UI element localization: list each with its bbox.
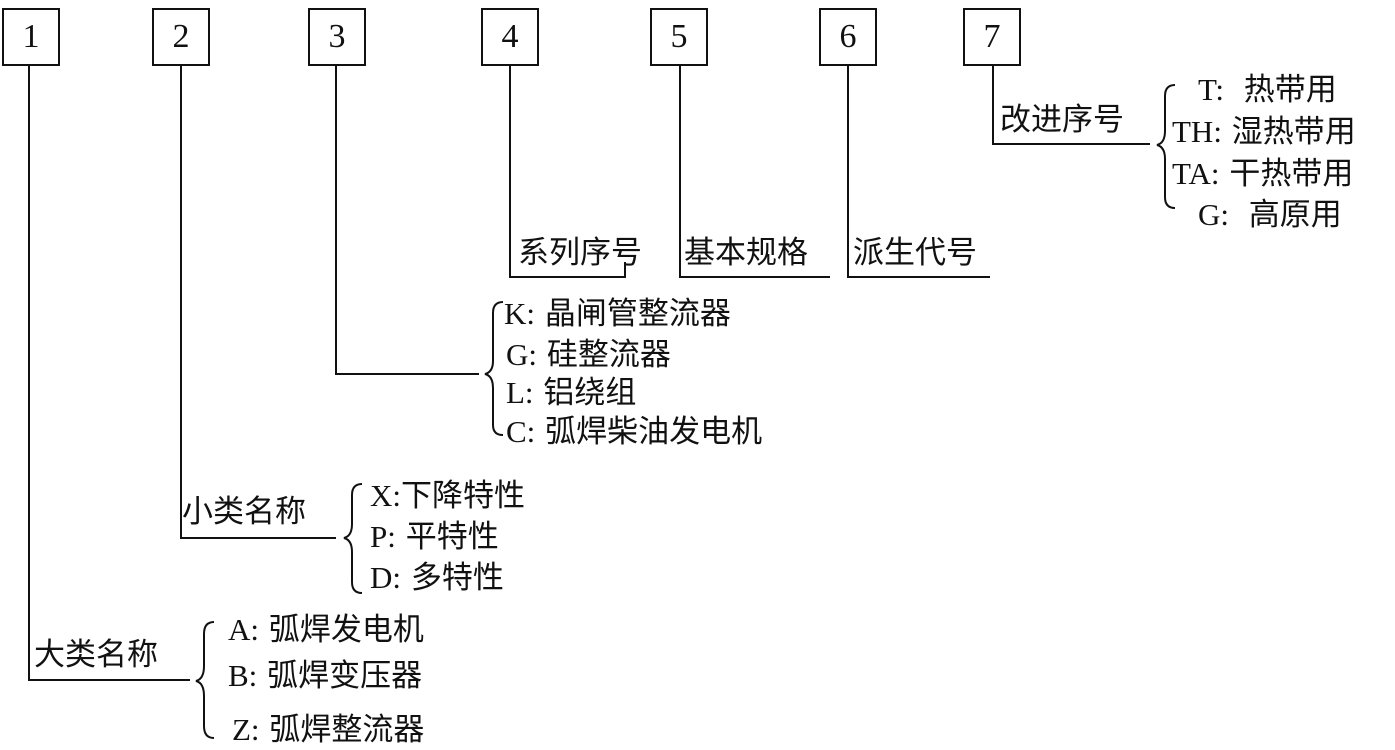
position-box-5: 5	[650, 8, 708, 66]
connector-1	[28, 65, 190, 681]
option-2-x: X:下降特性	[370, 480, 525, 512]
brace-3	[484, 301, 504, 436]
option-7-t: T: 热带用	[1198, 74, 1337, 106]
option-7-th: TH: 湿热带用	[1172, 116, 1356, 148]
option-text: 弧焊柴油发电机	[545, 414, 763, 450]
option-code: TH:	[1172, 114, 1222, 149]
option-text: 高原用	[1248, 197, 1342, 233]
option-code: G:	[506, 337, 537, 372]
connector-5	[679, 65, 830, 278]
option-text: 晶闸管整流器	[544, 296, 731, 332]
connector-6	[847, 65, 990, 278]
position-box-2: 2	[152, 8, 210, 66]
option-3-g: G: 硅整流器	[506, 339, 671, 371]
option-text: 弧焊发电机	[268, 612, 424, 648]
option-text: 铝绕组	[543, 375, 637, 411]
option-code: K:	[504, 296, 535, 331]
position-number: 7	[983, 18, 1001, 55]
position-box-7: 7	[963, 8, 1021, 66]
connector-3	[335, 65, 479, 375]
option-3-l: L: 铝绕组	[506, 377, 636, 409]
brace-2	[343, 483, 363, 594]
option-code: P:	[370, 519, 396, 554]
option-code: G:	[1198, 197, 1229, 232]
option-text: 多特性	[410, 560, 504, 596]
option-text: 弧焊整流器	[269, 712, 425, 748]
option-code: TA:	[1172, 156, 1220, 191]
position-number: 1	[22, 18, 40, 55]
position-number: 2	[172, 18, 190, 55]
position-number: 5	[670, 18, 688, 55]
option-7-ta: TA: 干热带用	[1172, 158, 1353, 190]
option-code: C:	[506, 414, 536, 449]
position-number: 6	[839, 18, 857, 55]
option-code: T:	[1198, 72, 1225, 107]
option-text: 弧焊变压器	[267, 658, 423, 694]
label-derivative-code: 派生代号	[853, 235, 977, 271]
option-1-z: Z: 弧焊整流器	[232, 714, 424, 746]
option-text: 平特性	[405, 519, 499, 555]
position-box-6: 6	[819, 8, 877, 66]
option-3-k: K: 晶闸管整流器	[504, 298, 731, 330]
option-7-g: G: 高原用	[1198, 199, 1342, 231]
option-code: A:	[228, 612, 259, 647]
option-2-p: P: 平特性	[370, 521, 499, 553]
option-text: 热带用	[1243, 72, 1337, 108]
label-major-category: 大类名称	[34, 637, 158, 673]
option-code: Z:	[232, 712, 260, 747]
option-1-a: A: 弧焊发电机	[228, 614, 424, 646]
option-code: D:	[370, 560, 401, 595]
brace-7	[1156, 84, 1176, 209]
connector-4	[509, 65, 626, 278]
option-text: 干热带用	[1229, 156, 1354, 192]
brace-1	[195, 621, 215, 739]
option-3-c: C: 弧焊柴油发电机	[506, 416, 762, 448]
position-box-1: 1	[2, 8, 60, 66]
option-code: B:	[228, 658, 258, 693]
connector-7	[992, 65, 1150, 145]
connector-2	[180, 65, 336, 539]
label-series-number: 系列序号	[518, 235, 642, 271]
position-number: 3	[328, 18, 346, 55]
label-improvement-number: 改进序号	[1000, 102, 1124, 138]
option-text: 下降特性	[401, 478, 525, 514]
label-basic-spec: 基本规格	[684, 235, 808, 271]
option-2-d: D: 多特性	[370, 562, 504, 594]
option-code: L:	[506, 375, 534, 410]
label-minor-category: 小类名称	[182, 494, 306, 530]
option-text: 硅整流器	[546, 337, 671, 373]
position-number: 4	[501, 18, 519, 55]
option-code: X:	[370, 478, 401, 513]
option-text: 湿热带用	[1231, 114, 1356, 150]
position-box-3: 3	[308, 8, 366, 66]
option-1-b: B: 弧焊变压器	[228, 660, 422, 692]
position-box-4: 4	[481, 8, 539, 66]
